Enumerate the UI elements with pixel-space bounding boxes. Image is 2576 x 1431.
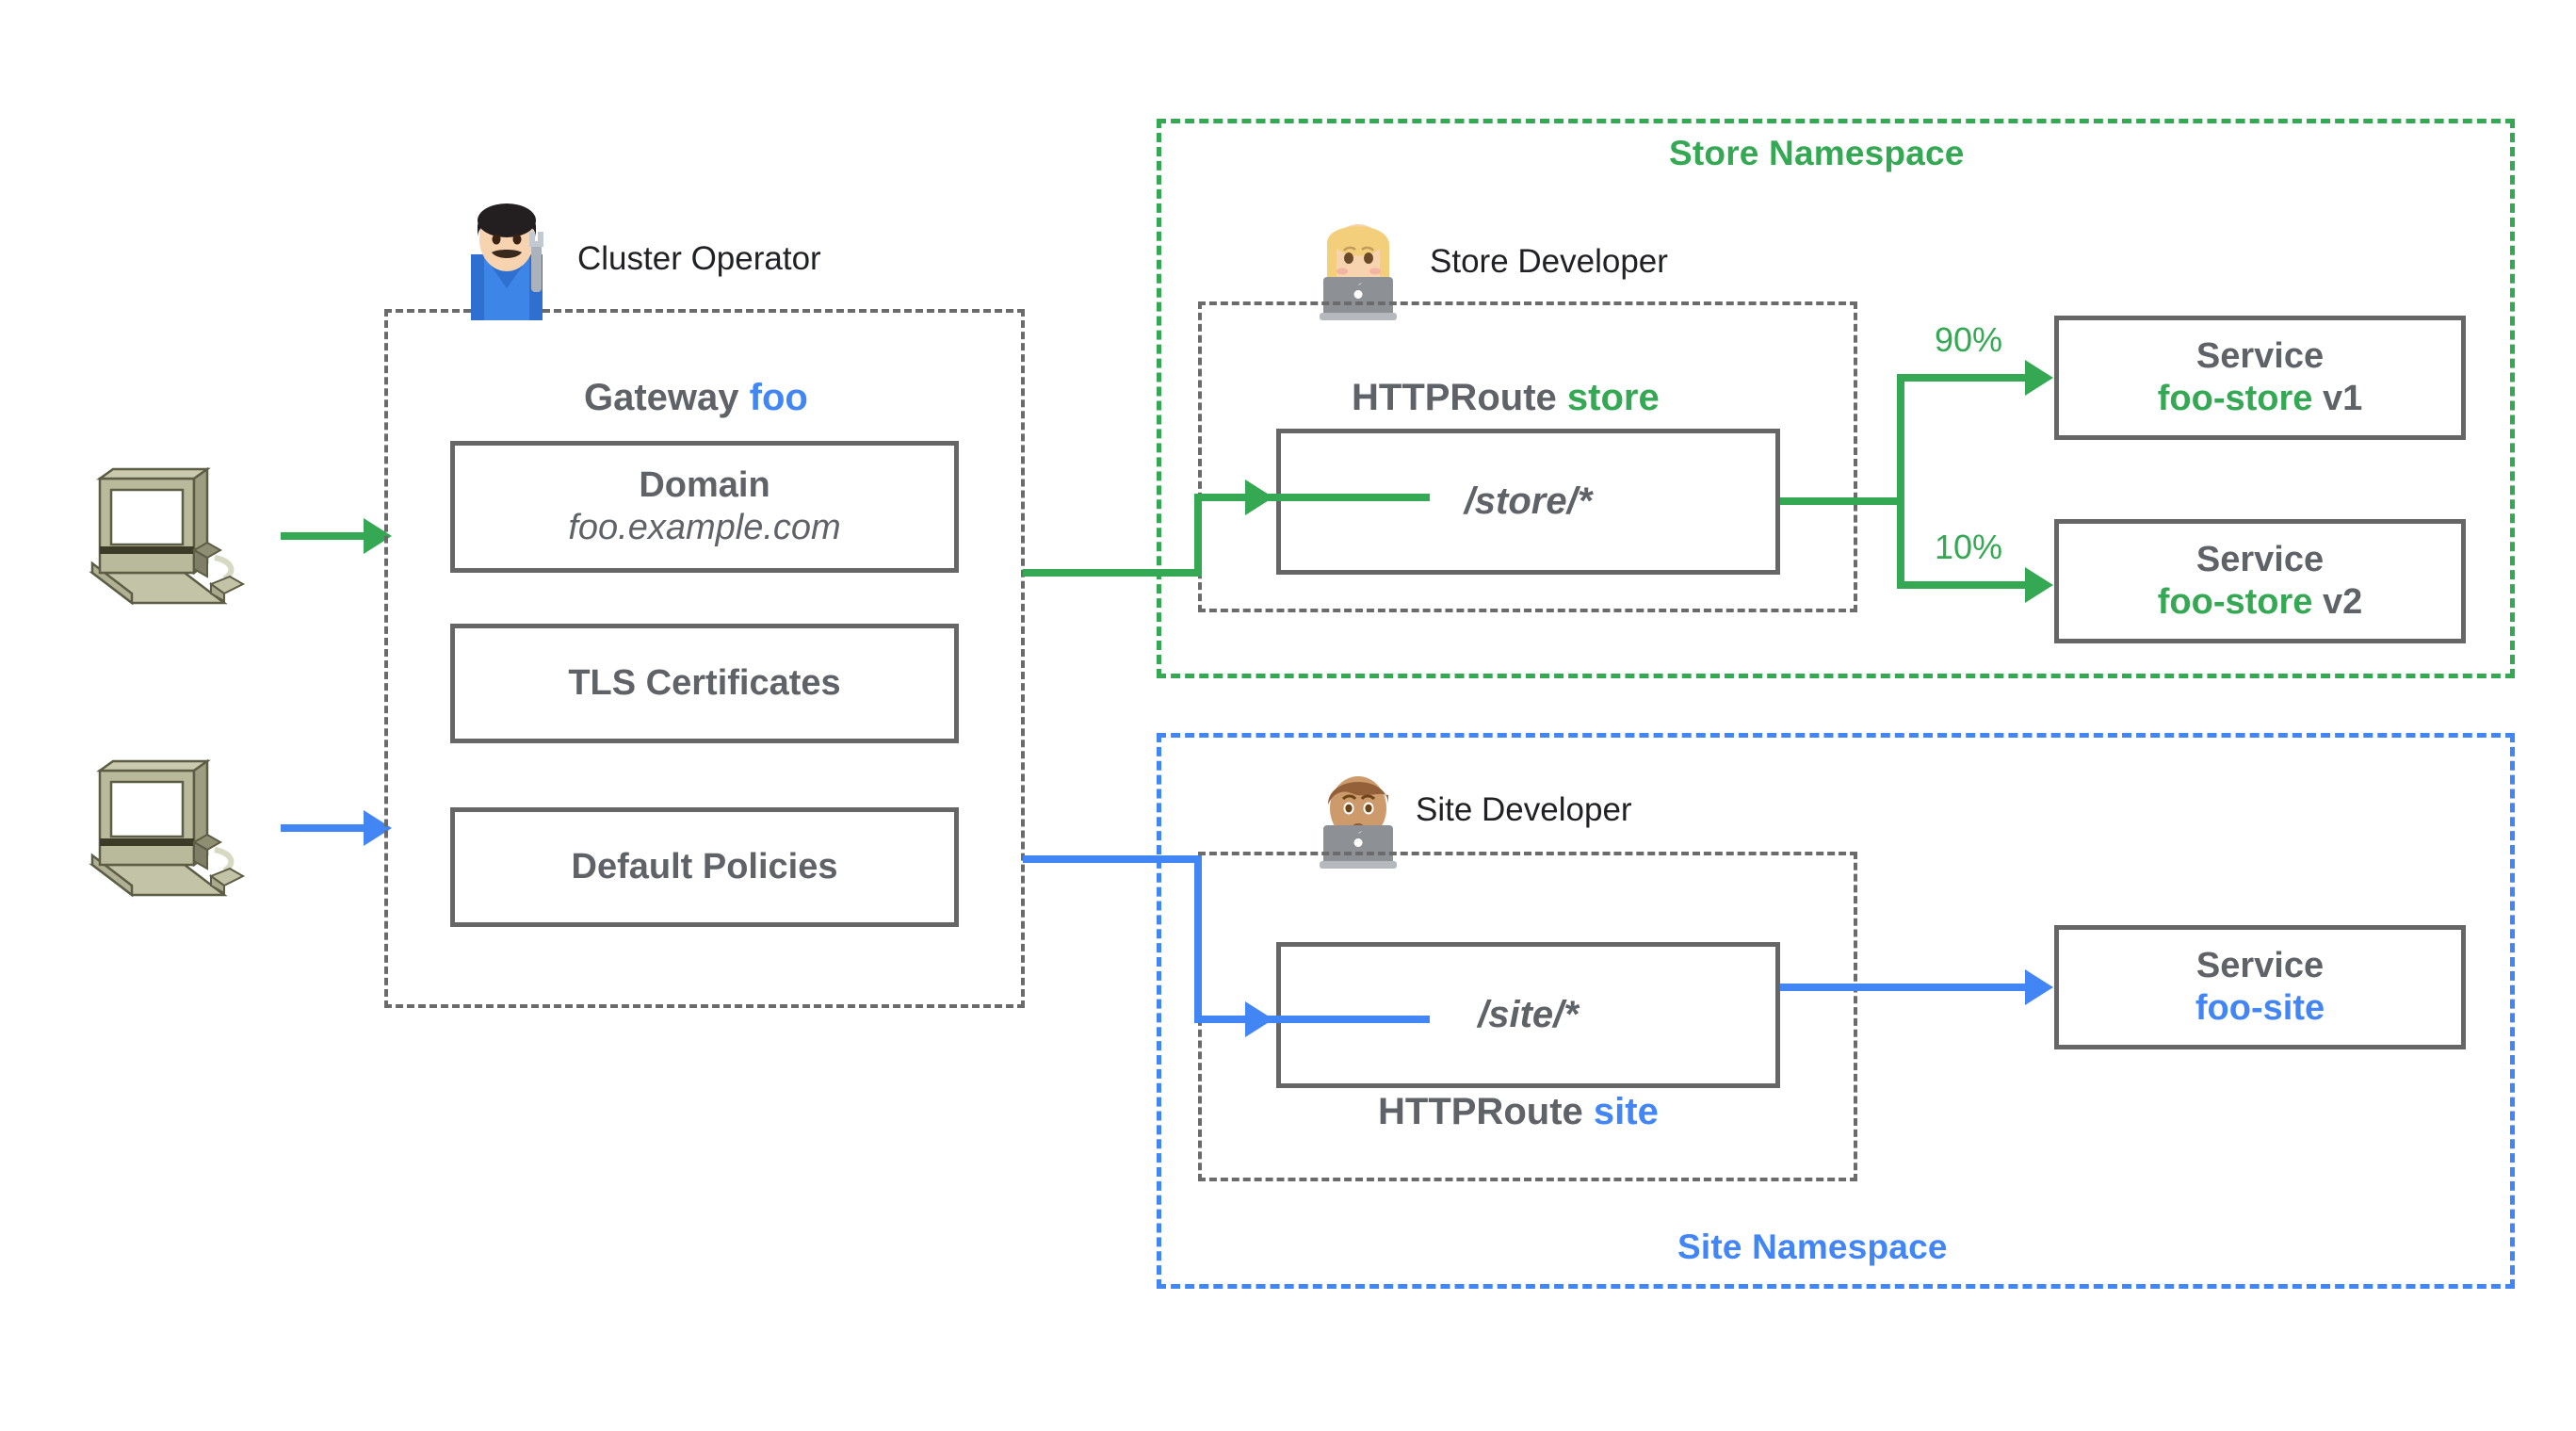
- computer-icon: [89, 466, 246, 606]
- site-service-box[interactable]: Service foo-site: [2054, 925, 2466, 1049]
- gateway-to-site-seg2: [1194, 855, 1202, 1023]
- store-route-title-name: store: [1566, 377, 1660, 418]
- store-service-v2-box[interactable]: Service foo-store v2: [2054, 519, 2466, 643]
- gateway-to-site-seg3: [1194, 1016, 1430, 1023]
- gateway-resource-tls[interactable]: TLS Certificates: [450, 624, 959, 743]
- gateway-group-box: [384, 309, 1025, 1008]
- gateway-title-prefix: Gateway: [584, 377, 739, 418]
- store-v2-arrow: [2025, 567, 2053, 603]
- mechanic-avatar-icon: [471, 203, 543, 320]
- gateway-persona-label: Cluster Operator: [577, 240, 821, 277]
- store-service-v2-name: foo-store: [2157, 582, 2313, 622]
- tls-label: TLS Certificates: [568, 663, 841, 704]
- store-weight-v2: 10%: [1935, 528, 2003, 566]
- store-service-v1-version: v1: [2322, 379, 2363, 418]
- site-namespace-label: Site Namespace: [1677, 1228, 1948, 1266]
- store-route-out-seg: [1780, 497, 1901, 505]
- domain-label: Domain: [639, 465, 770, 506]
- gateway-resource-policies[interactable]: Default Policies: [450, 807, 959, 927]
- gateway-to-site-arrow: [1245, 1001, 1273, 1037]
- site-service-kind: Service: [2195, 946, 2325, 986]
- store-service-v1-name-row: foo-store v1: [2158, 378, 2363, 420]
- site-namespace-box: [1157, 733, 2515, 1289]
- site-route-to-service-line: [1780, 984, 2029, 991]
- store-route-group-box: [1198, 301, 1857, 612]
- site-service-name: foo-site: [2195, 988, 2325, 1028]
- site-persona-label: Site Developer: [1416, 791, 1632, 828]
- gateway-title: Gateway foo: [584, 377, 808, 419]
- site-route-match: /site/*: [1478, 993, 1579, 1035]
- store-persona-label: Store Developer: [1430, 243, 1668, 280]
- store-route-title: HTTPRoute store: [1352, 377, 1660, 419]
- store-service-v2-version: v2: [2322, 582, 2363, 622]
- site-service-name-row: foo-site: [2195, 987, 2325, 1030]
- site-route-title: HTTPRoute site: [1378, 1091, 1659, 1133]
- store-v1-arrow: [2025, 360, 2053, 396]
- store-route-title-prefix: HTTPRoute: [1352, 377, 1557, 418]
- gateway-to-store-arrow: [1245, 480, 1273, 515]
- store-namespace-box: [1157, 119, 2515, 678]
- gateway-to-store-seg3: [1194, 494, 1430, 501]
- client-green-arrow-line: [281, 532, 365, 540]
- store-split-to-v1: [1897, 374, 2029, 382]
- store-split-to-v2: [1897, 581, 2029, 589]
- store-weight-v1: 90%: [1935, 320, 2003, 359]
- client-blue-arrow-line: [281, 824, 365, 832]
- computer-icon: [89, 758, 246, 898]
- domain-value: foo.example.com: [568, 508, 841, 547]
- site-route-title-name: site: [1593, 1091, 1659, 1132]
- site-service-arrow: [2025, 969, 2053, 1005]
- site-route-title-prefix: HTTPRoute: [1378, 1091, 1583, 1132]
- gateway-to-store-seg2: [1194, 494, 1202, 577]
- store-service-v1-kind: Service: [2195, 336, 2325, 377]
- woman-laptop-avatar-icon: [1320, 224, 1397, 320]
- gateway-to-store-seg1: [1023, 569, 1202, 577]
- store-route-match: /store/*: [1464, 480, 1593, 522]
- store-service-v1-box[interactable]: Service foo-store v1: [2054, 316, 2466, 440]
- policies-label: Default Policies: [571, 847, 838, 887]
- gateway-to-site-seg1: [1023, 855, 1202, 863]
- gateway-title-name: foo: [749, 377, 808, 418]
- gateway-resource-domain[interactable]: Domain foo.example.com: [450, 441, 959, 573]
- store-split-vertical: [1897, 374, 1904, 589]
- site-route-match-box[interactable]: /site/*: [1276, 942, 1780, 1088]
- store-service-v2-kind: Service: [2195, 540, 2325, 580]
- store-service-v1-name: foo-store: [2157, 379, 2313, 418]
- store-namespace-label: Store Namespace: [1669, 134, 1965, 172]
- store-service-v2-name-row: foo-store v2: [2158, 581, 2363, 624]
- store-route-match-box[interactable]: /store/*: [1276, 429, 1780, 575]
